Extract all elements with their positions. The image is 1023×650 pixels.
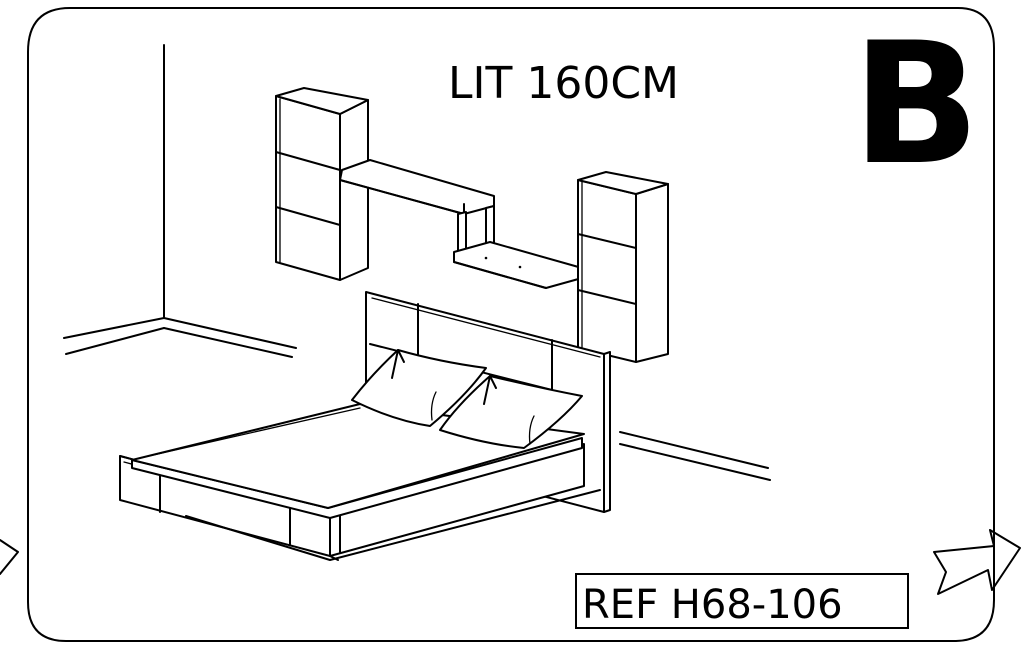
left-wall-cabinet <box>275 87 369 281</box>
pillows <box>351 349 583 449</box>
reference-label: REF H68-106 <box>582 582 843 628</box>
reference-box <box>575 573 909 629</box>
sheet-title: LIT 160CM <box>448 58 679 109</box>
page-frame <box>27 7 995 642</box>
wall-shelf <box>339 159 583 289</box>
right-wall-cabinet <box>577 171 669 363</box>
outline-arrow-right-icon[interactable] <box>933 529 1021 595</box>
outline-arrow-left-icon[interactable] <box>0 539 19 575</box>
room-outline <box>63 44 771 481</box>
variant-letter: B <box>852 6 980 202</box>
